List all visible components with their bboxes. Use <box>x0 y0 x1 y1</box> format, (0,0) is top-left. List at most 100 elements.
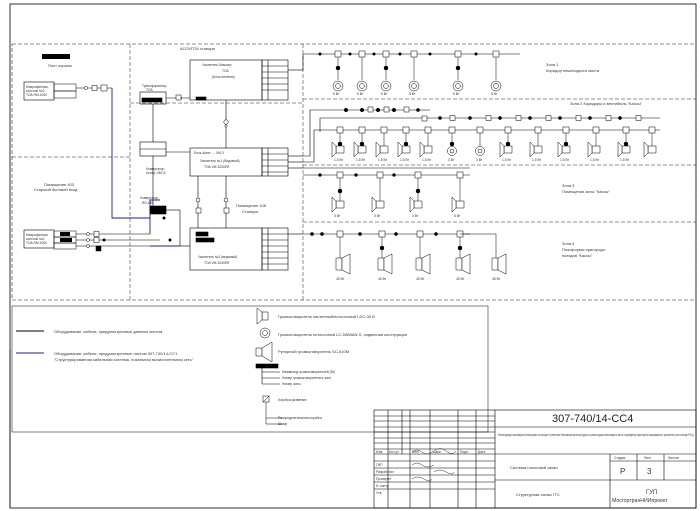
mic2-connectors <box>76 231 160 252</box>
wiring-nodes <box>162 94 230 242</box>
z1-label-4: 5 Вт <box>453 92 460 96</box>
z3-label-0: 3 Вт <box>334 214 341 218</box>
svg-text:(Блок питания): (Блок питания) <box>212 75 235 79</box>
z2-label-2: 1,5 Вт <box>378 158 388 162</box>
amp2: Усилитель №2 (ведомый) TOA VM-3240ER <box>189 227 289 271</box>
title-section: Система голосовой связи <box>510 465 558 470</box>
amp1: Блок Ампл. ... VM-3 Усилитель №1 (Ведомы… <box>189 147 289 177</box>
legend-horn-icon <box>255 341 273 363</box>
svg-text:Микрофонная: Микрофонная <box>26 233 48 237</box>
z2-label-6: 3 Вт <box>476 158 483 162</box>
z4-label-1: 45 Вт <box>378 277 387 281</box>
room-108-label-2: Станция <box>242 209 258 214</box>
title-col-1: Кол.уч <box>389 450 399 454</box>
diagram-frame <box>11 43 697 301</box>
svg-text:Микрофонная: Микрофонная <box>26 85 48 89</box>
zone2-title: Зона 2 Коридоры и вестибюль "Кассы" <box>570 101 643 106</box>
z3-label-1: 3 Вт <box>374 214 381 218</box>
z2-label-1: 1,5 Вт <box>356 158 366 162</box>
zone4-title-1: Зона 4 <box>562 241 575 246</box>
mic-console-1: Микрофонная консоль №1 TOA RM-1000 <box>23 81 77 101</box>
zone1-title-1: Зона 1 <box>546 62 559 67</box>
redacted-block <box>42 54 70 59</box>
title-row-0: ГИП <box>376 463 383 467</box>
room-403-label-2: Старший бытовой вход <box>34 187 78 192</box>
z1-label-3: 5 Вт <box>409 92 416 96</box>
title-row-1: Разработал <box>376 470 394 474</box>
z3-label-2: 3 Вт <box>412 214 419 218</box>
z2-label-9: 1,5 Вт <box>560 158 570 162</box>
zone2-nodes <box>343 106 642 122</box>
title-project-line: Реконструкция пассажирской платформы на … <box>498 433 694 437</box>
legend-ceiling-speaker-icon <box>259 327 271 339</box>
title-hdr-stage: Стадия <box>614 456 625 460</box>
svg-text:RS-485: RS-485 <box>142 201 153 205</box>
svg-text:консоль №2: консоль №2 <box>26 237 45 241</box>
title-col-3: №док. <box>432 450 442 454</box>
zone4-title-3: поездов "Кассы" <box>562 253 593 258</box>
legend-black-cable: Оборудование, кабели, предусмотренные да… <box>54 329 163 334</box>
zone4-speakers <box>310 230 507 275</box>
title-col-5: Дата <box>478 450 485 454</box>
svg-text:TOA RM-1000: TOA RM-1000 <box>26 241 47 245</box>
title-col-0: Изм. <box>376 450 383 454</box>
zone4-speaker-labels: 45 Вт 45 Вт 45 Вт 45 Вт 45 Вт <box>336 277 501 281</box>
z1-label-0: 5 Вт <box>333 92 340 96</box>
z3-label-3: 6 Вт <box>454 214 461 218</box>
title-block-scribbles <box>411 448 457 482</box>
black-wiring <box>152 69 303 247</box>
title-stage: Р <box>620 467 625 476</box>
z4-label-4: 45 Вт <box>492 277 501 281</box>
title-row-4: Утв. <box>376 491 382 495</box>
legend-ceiling-speaker: Громкоговоритель потолочный LC-5/6WAN-S,… <box>278 332 407 337</box>
legend-blue-cable-1: Оборудование, кабели, предусмотренные ли… <box>54 351 178 356</box>
zone2-speaker-labels: 1,5 Вт 1,5 Вт 1,5 Вт 1,5 Вт 1,5 Вт 3 Вт … <box>334 158 630 162</box>
title-hdr-sheets: Листов <box>668 456 679 460</box>
zone3-bus <box>303 167 470 176</box>
legend-wire-3: Номер зоны <box>282 382 301 386</box>
title-sheet-no: 3 <box>647 467 652 476</box>
title-hdr-sheet: Лист <box>644 456 652 460</box>
z4-label-3: 45 Вт <box>456 277 465 281</box>
svg-text:TOA VM-3240ER: TOA VM-3240ER <box>204 261 230 265</box>
zone3-speaker-labels: 3 Вт 3 Вт 3 Вт 6 Вт <box>334 214 461 218</box>
svg-text:Усилитель №1 (Ведомый): Усилитель №1 (Ведомый) <box>200 159 240 163</box>
svg-text:TOA VM-3240ER: TOA VM-3240ER <box>204 165 230 169</box>
svg-text:Трансформатор: Трансформатор <box>142 84 167 88</box>
legend-jbox-icon <box>262 395 282 425</box>
title-row-2: Проверил <box>376 477 391 481</box>
z2-label-5: 3 Вт <box>448 158 455 162</box>
title-org-1: ГУП <box>646 490 657 496</box>
tx1: Трансформатор TOA <box>139 84 167 105</box>
amp-main: Усилитель-Микшер TOA (Блок питания) <box>189 59 289 101</box>
z1-label-1: 5 Вт <box>357 92 364 96</box>
zone2-speakers <box>331 126 657 158</box>
legend-horn: Рупорный громкоговоритель SC-610M <box>278 349 349 354</box>
legend-wire-1: Межвыход громкоговорителей (Вт) <box>282 370 335 374</box>
z2-label-7: 1,5 Вт <box>502 158 512 162</box>
z4-label-2: 45 Вт <box>416 277 425 281</box>
title-rows: ГИП Разработал Проверил Н. контр. Утв. <box>376 463 394 495</box>
zone1-title-2: Коридор пешеходного моста <box>546 68 600 73</box>
z2-label-8: 1,5 Вт <box>532 158 542 162</box>
svg-text:TOA: TOA <box>222 69 230 73</box>
mic1-connector <box>76 84 112 92</box>
legend-wire-marker <box>255 363 280 385</box>
legend-wire-2: Номер громкоговорителя в зоне <box>282 376 331 380</box>
title-row-3: Н. контр. <box>376 484 390 488</box>
legend-jbox-sub2: Шкаф <box>278 422 287 426</box>
svg-text:Контр.-482 А: Контр.-482 А <box>146 171 166 175</box>
title-sheet-title: Структурная схема ГГС <box>516 492 560 497</box>
room-403-label-1: Помещение 403 <box>44 182 75 187</box>
zone3-title-2: Помещения зоны "Кассы" <box>562 189 610 194</box>
z2-label-11: 1,5 Вт <box>620 158 630 162</box>
title-org-2: МосгортранНИИпроект <box>612 498 668 504</box>
title-cols: Изм. Кол.уч Лист №док. Подп. Дата <box>376 450 485 454</box>
zone3-title-1: Зона 3 <box>562 183 575 188</box>
svg-text:Блок Ампл. ... VM-3: Блок Ампл. ... VM-3 <box>194 151 224 155</box>
legend-frame <box>11 305 489 433</box>
blue-cables <box>111 88 180 247</box>
svg-text:Коммутатор: Коммутатор <box>140 196 159 200</box>
room-podium-label: Пост охраны <box>48 63 72 68</box>
